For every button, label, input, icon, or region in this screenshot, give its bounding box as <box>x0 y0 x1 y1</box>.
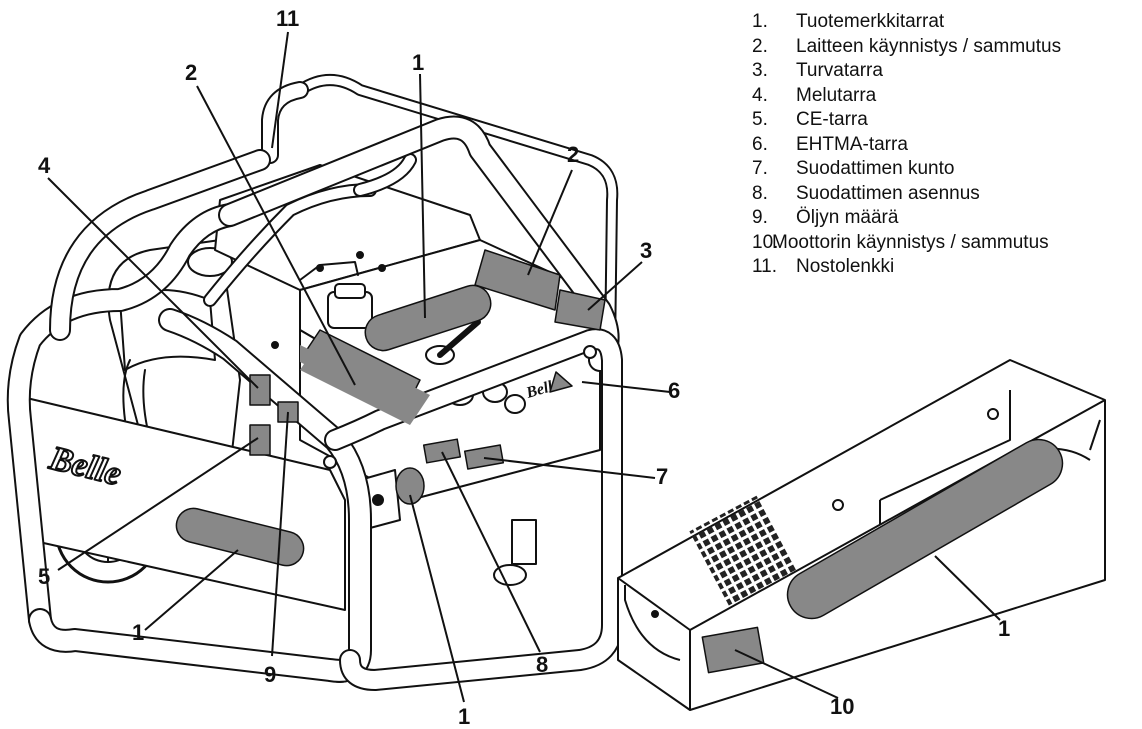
callout-4: 4 <box>38 153 51 178</box>
callout-1-side: 1 <box>132 620 145 645</box>
callout-2-right: 2 <box>567 142 580 167</box>
legend-item: 10.Moottorin käynnistys / sammutus <box>752 231 1049 253</box>
callout-7: 7 <box>656 464 669 489</box>
callout-8: 8 <box>536 652 549 677</box>
legend-item: 1.Tuotemerkkitarrat <box>752 11 945 32</box>
callout-1-top: 1 <box>412 50 425 75</box>
legend-item: 8.Suodattimen asennus <box>752 182 980 204</box>
legend-item: 5.CE-tarra <box>752 109 868 130</box>
legend-item: 3.Turvatarra <box>752 60 883 81</box>
callout-5: 5 <box>38 564 51 589</box>
label-8 <box>422 438 462 464</box>
label-1-top <box>364 284 492 352</box>
legend-item: 2.Laitteen käynnistys / sammutus <box>752 35 1062 57</box>
callout-1-bottom: 1 <box>458 704 471 729</box>
power-pack-unit: Belle Belle <box>6 74 623 691</box>
label-6 <box>549 371 573 393</box>
callout-9: 9 <box>264 662 277 687</box>
legend-item: 11.Nostolenkki <box>752 256 895 277</box>
callout-3: 3 <box>640 238 653 263</box>
legend-item: 6.EHTMA-tarra <box>752 133 908 155</box>
legend-item: 7.Suodattimen kunto <box>752 158 955 179</box>
label-4 <box>249 374 271 406</box>
callout-1-panel: 1 <box>998 616 1011 641</box>
label-7 <box>463 444 505 470</box>
label-2-right <box>474 249 561 311</box>
callout-11: 11 <box>276 6 300 31</box>
leader-lines <box>47 31 1001 703</box>
callout-10: 10 <box>830 694 855 719</box>
label-legend: 1.Tuotemerkkitarrat 2.Laitteen käynnisty… <box>752 10 1061 280</box>
legend-item: 9.Öljyn määrä <box>752 207 899 228</box>
engine-cover-panel <box>617 359 1106 711</box>
label-3 <box>554 289 606 331</box>
label-1-side <box>175 507 305 567</box>
label-5 <box>249 424 271 456</box>
label-10 <box>701 626 765 674</box>
legend-item: 4.Melutarra <box>752 84 877 106</box>
callout-2-left: 2 <box>185 60 198 85</box>
label-1-panel <box>786 438 1064 620</box>
callout-6: 6 <box>668 378 681 403</box>
